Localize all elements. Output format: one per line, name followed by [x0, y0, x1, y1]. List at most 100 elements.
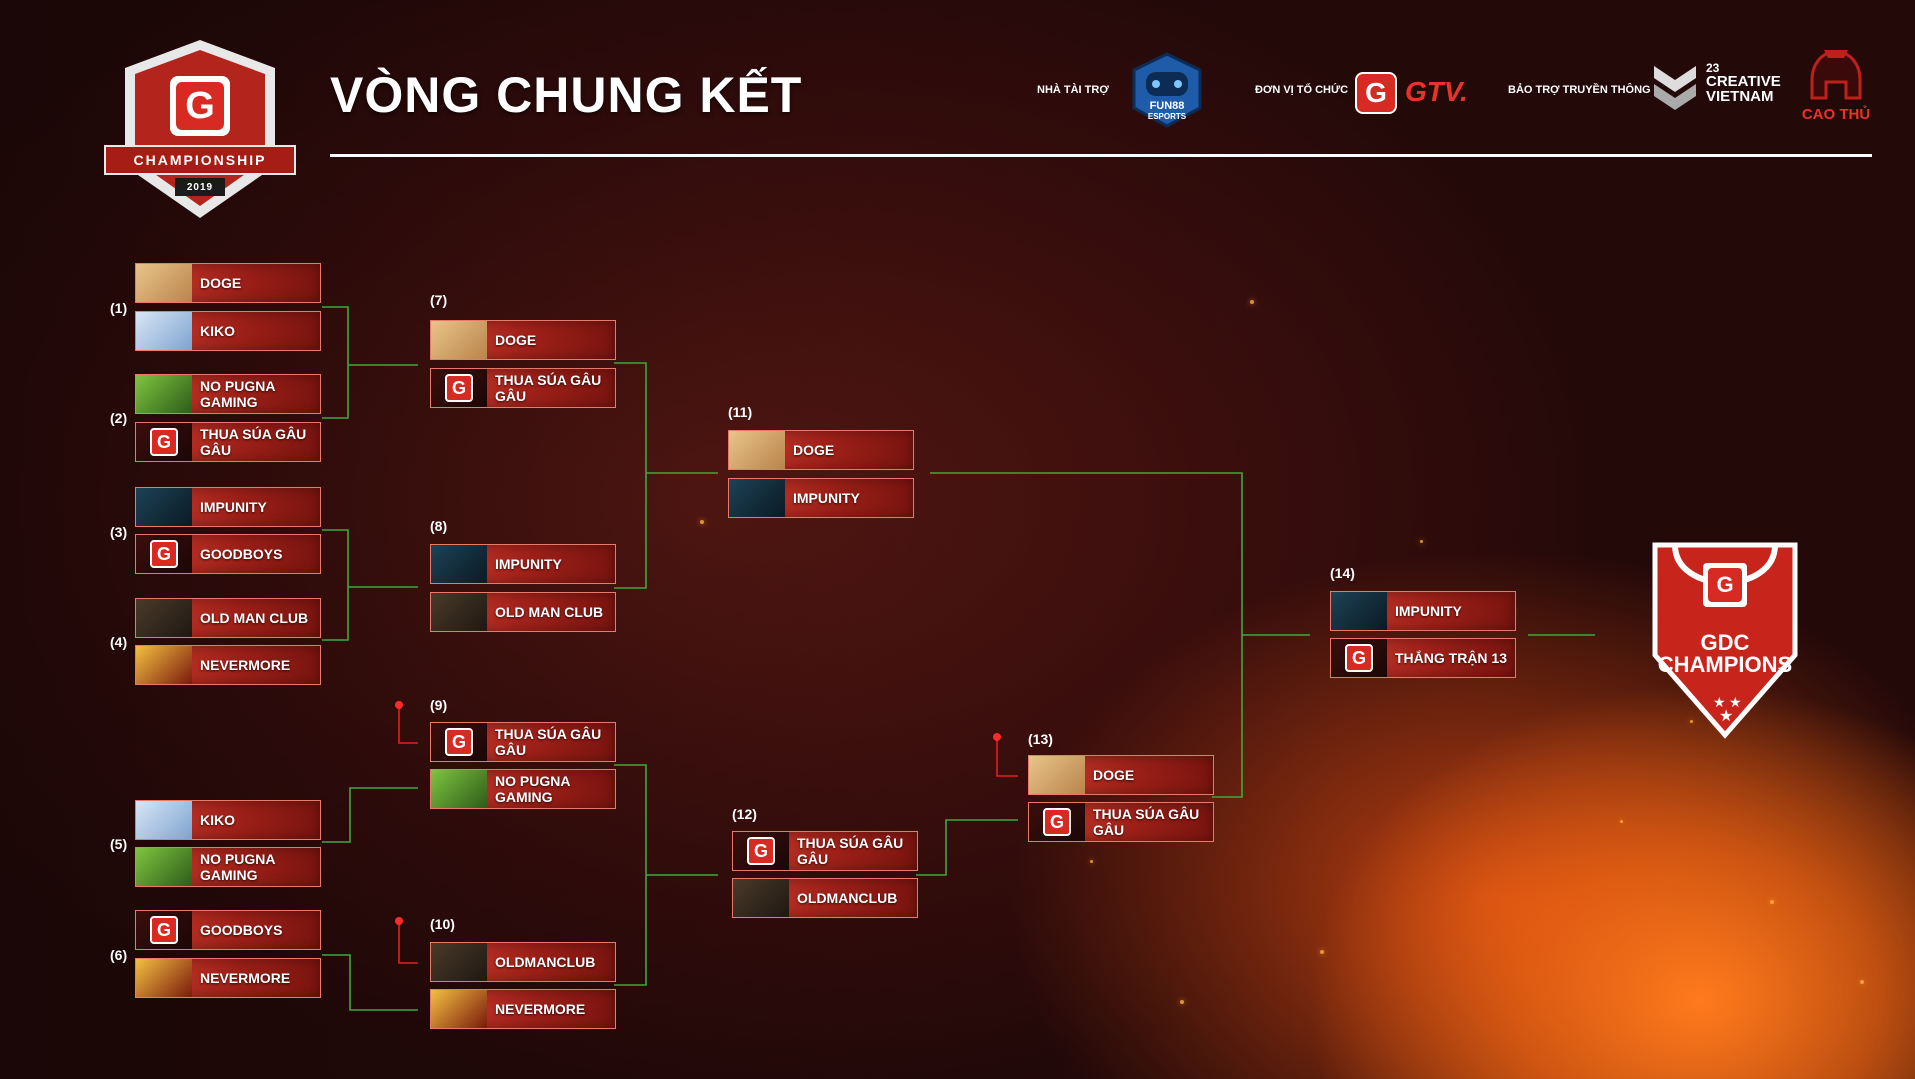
pugna-icon	[431, 770, 487, 808]
team-slot[interactable]: OLD MAN CLUB	[430, 592, 616, 632]
team-slot[interactable]: NO PUGNA GAMING	[135, 374, 321, 414]
doge-icon	[136, 264, 192, 302]
match-label: (1)	[110, 300, 128, 316]
match-label: (10)	[430, 916, 455, 932]
page-title: VÒNG CHUNG KẾT	[330, 67, 803, 123]
trophy-letter: G	[1716, 572, 1734, 597]
g-badge-letter: G	[1345, 644, 1373, 672]
team-slot[interactable]: DOGE	[135, 263, 321, 303]
pugna-icon	[136, 375, 192, 413]
team-slot[interactable]: IMPUNITY	[1330, 591, 1516, 631]
loser-marker	[993, 733, 1001, 741]
team-slot[interactable]: G THUA SÚA GÂU GÂU	[430, 722, 616, 762]
team-slot[interactable]: DOGE	[430, 320, 616, 360]
match-label: (11)	[728, 404, 753, 420]
team-name: IMPUNITY	[495, 556, 562, 572]
ember-particle	[1860, 980, 1864, 984]
nevermore-icon	[136, 646, 192, 684]
team-slot[interactable]: G THUA SÚA GÂU GÂU	[430, 368, 616, 408]
team-slot[interactable]: NO PUGNA GAMING	[135, 847, 321, 887]
match-label: (12)	[732, 806, 757, 822]
team-slot[interactable]: IMPUNITY	[728, 478, 914, 518]
team-name: NEVERMORE	[495, 1001, 586, 1017]
team-slot[interactable]: NEVERMORE	[135, 958, 321, 998]
impunity-icon	[1331, 592, 1387, 630]
g-badge-icon: G	[431, 723, 487, 761]
team-name: IMPUNITY	[1395, 603, 1462, 619]
caothu-logo: CAO THỦ	[1800, 48, 1872, 126]
caothu-text: CAO THỦ	[1801, 106, 1871, 123]
team-name: OLD MAN CLUB	[495, 604, 604, 620]
ember-particle	[1690, 720, 1693, 723]
team-slot[interactable]: OLD MAN CLUB	[135, 598, 321, 638]
team-name: NEVERMORE	[200, 970, 291, 986]
team-name: DOGE	[1093, 767, 1135, 783]
creative-text: CREATIVE	[1706, 73, 1781, 90]
team-slot[interactable]: DOGE	[728, 430, 914, 470]
g-badge-letter: G	[1043, 808, 1071, 836]
g-badge-letter: G	[747, 837, 775, 865]
team-slot[interactable]: KIKO	[135, 800, 321, 840]
team-name: NO PUGNA GAMING	[200, 851, 275, 883]
team-name: DOGE	[200, 275, 242, 291]
g-badge-letter: G	[445, 728, 473, 756]
g-badge-icon: G	[431, 369, 487, 407]
ember-particle	[1250, 300, 1254, 304]
team-slot[interactable]: NEVERMORE	[430, 989, 616, 1029]
team-name: OLDMANCLUB	[797, 890, 898, 906]
logo-name: CHAMPIONSHIP	[133, 152, 267, 168]
team-slot[interactable]: NO PUGNA GAMING	[430, 769, 616, 809]
oldman-icon	[136, 599, 192, 637]
team-slot[interactable]: OLDMANCLUB	[732, 878, 918, 918]
oldman-icon	[431, 593, 487, 631]
organizer-label: ĐƠN VỊ TỔ CHỨC	[1255, 84, 1349, 96]
ember-particle	[700, 520, 704, 524]
creative-23-text: 23	[1706, 61, 1720, 75]
gtv-g-icon: G	[1355, 72, 1397, 114]
ember-particle	[1420, 540, 1423, 543]
g-badge-letter: G	[445, 374, 473, 402]
team-slot[interactable]: G THẮNG TRẬN 13	[1330, 638, 1516, 678]
fun88-logo: FUN88 ESPORTS	[1128, 52, 1206, 128]
impunity-icon	[136, 488, 192, 526]
team-name: THUA SÚA GÂU GÂU	[200, 426, 307, 458]
gtv-logo: G GTV.	[1355, 70, 1468, 116]
trophy-title: GDC CHAMPIONS	[1645, 632, 1805, 676]
g-badge-icon: G	[733, 832, 789, 870]
gtv-text: GTV.	[1405, 76, 1468, 107]
header-divider	[330, 154, 1872, 157]
g-badge-icon: G	[136, 911, 192, 949]
match-label: (3)	[110, 524, 128, 540]
spartan-helmet-icon	[1810, 50, 1862, 100]
team-name: THUA SÚA GÂU GÂU	[495, 372, 602, 404]
team-slot[interactable]: G GOODBOYS	[135, 534, 321, 574]
team-slot[interactable]: DOGE	[1028, 755, 1214, 795]
team-name: NO PUGNA GAMING	[200, 378, 275, 410]
trophy-line1: GDC	[1700, 630, 1750, 655]
team-slot[interactable]: G THUA SÚA GÂU GÂU	[1028, 802, 1214, 842]
impunity-icon	[729, 479, 785, 517]
match-label: (2)	[110, 410, 128, 426]
match-label: (6)	[110, 947, 128, 963]
g-badge-icon: G	[1331, 639, 1387, 677]
team-slot[interactable]: OLDMANCLUB	[430, 942, 616, 982]
match-label: (5)	[110, 836, 128, 852]
team-slot[interactable]: IMPUNITY	[135, 487, 321, 527]
champions-trophy: ★ ★ ★ G	[1645, 535, 1805, 740]
team-slot[interactable]: G THUA SÚA GÂU GÂU	[732, 831, 918, 871]
oldman-icon	[733, 879, 789, 917]
team-name: NEVERMORE	[200, 657, 291, 673]
trophy-shield-icon: ★ ★ ★	[1652, 542, 1798, 739]
team-name: KIKO	[200, 323, 235, 339]
fun88-text: FUN88	[1149, 100, 1185, 112]
team-name: THUA SÚA GÂU GÂU	[1093, 806, 1200, 838]
team-slot[interactable]: IMPUNITY	[430, 544, 616, 584]
team-slot[interactable]: KIKO	[135, 311, 321, 351]
ember-particle	[1180, 1000, 1184, 1004]
nevermore-icon	[136, 959, 192, 997]
sponsor-label: NHÀ TÀI TRỢ	[1037, 84, 1109, 96]
team-slot[interactable]: G GOODBOYS	[135, 910, 321, 950]
vietnam-text: VIETNAM	[1706, 88, 1774, 105]
team-slot[interactable]: NEVERMORE	[135, 645, 321, 685]
team-slot[interactable]: G THUA SÚA GÂU GÂU	[135, 422, 321, 462]
